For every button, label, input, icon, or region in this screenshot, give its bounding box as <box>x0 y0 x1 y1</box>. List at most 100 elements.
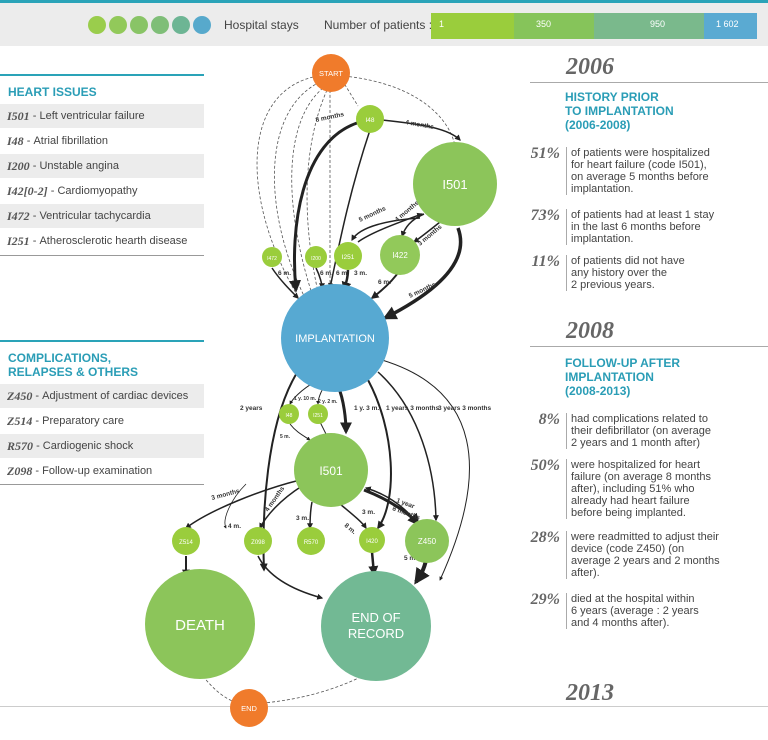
edge-label: 3 months <box>417 223 444 247</box>
stat-line: of patients had at least 1 stay <box>571 209 715 221</box>
code-row: Z450 - Adjustment of cardiac devices <box>0 384 204 408</box>
scale-tick: 1 602 <box>716 19 739 29</box>
stat-line: 2 previous years. <box>571 279 655 291</box>
edge-label: 5 m. <box>404 555 417 562</box>
code-row: I501 - Left ventricular failure <box>0 104 204 128</box>
flow-edge <box>261 671 371 704</box>
edge-label: 3 m. <box>354 270 367 277</box>
edge-label: 1 years 3 months <box>386 405 439 412</box>
legend-dot <box>172 16 190 34</box>
node-label: RECORD <box>348 626 404 641</box>
code-row: I200 - Unstable angina <box>0 154 204 178</box>
end-label: END <box>241 704 257 713</box>
code: Z514 <box>7 413 33 428</box>
stat-line: were hospitalized for heart <box>571 459 701 471</box>
i251-node <box>334 242 362 270</box>
edge-label: 3 m. <box>362 509 375 516</box>
stat-line: died at the hospital within <box>571 593 695 605</box>
flow-edge <box>381 359 470 581</box>
flow-edge <box>368 551 379 576</box>
flow-edge <box>367 379 392 530</box>
followup-title-line3: (2008-2013) <box>565 384 631 398</box>
legend-dot <box>151 16 169 34</box>
edge-label: 3 years 3 months <box>438 405 491 412</box>
stat-line: and 4 months after). <box>571 617 670 629</box>
scale-segment: 350 <box>514 13 594 39</box>
node-label: I501 <box>319 464 343 478</box>
code-row: Z514 - Preparatory care <box>7 413 125 428</box>
history-title-line3: (2006-2008) <box>565 118 631 132</box>
flow-edge <box>223 483 247 529</box>
code-desc: Adjustment of cardiac devices <box>42 390 189 402</box>
flow-edge <box>185 479 301 529</box>
stat-line: any history over the <box>571 267 667 279</box>
solid-edges <box>182 119 470 600</box>
end-node <box>230 689 268 727</box>
legend-dot <box>88 16 106 34</box>
node-label: END OF <box>351 610 400 625</box>
followup-title-line2: IMPLANTATION <box>565 370 654 384</box>
flow-edge <box>364 486 419 525</box>
stat-percent: 51% <box>530 145 560 162</box>
legend-dot <box>130 16 148 34</box>
heart-issues-bottom <box>0 255 204 256</box>
stat-line: of patients were hospitalized <box>571 147 710 159</box>
code-row: I472 - Ventricular tachycardia <box>0 204 204 228</box>
code-desc: Preparatory care <box>42 415 125 427</box>
heart-issues-title: HEART ISSUES <box>8 85 97 99</box>
stat-percent: 50% <box>530 457 560 474</box>
code-desc: Cardiomyopathy <box>57 185 138 197</box>
flow-edge <box>339 503 367 529</box>
code: I42[0-2] <box>7 183 48 198</box>
code-desc: Atherosclerotic hearth disease <box>39 235 188 247</box>
z450-node <box>405 519 449 563</box>
complications-divider <box>0 340 204 342</box>
flow-edge <box>271 267 299 299</box>
hospital-stay-dots <box>88 16 211 34</box>
bottom-divider <box>0 706 768 707</box>
stat-percent: 28% <box>530 529 560 546</box>
code-row: R570 - Cardiogenic shock <box>0 434 204 458</box>
edge-label: 3 months <box>211 488 241 502</box>
stat-line: 2 years and 1 month after) <box>571 437 701 449</box>
year-2008: 2008 <box>566 318 614 344</box>
edge-label: 2 years <box>240 405 263 412</box>
flow-edge <box>257 555 324 600</box>
scale-segment: 1 602 <box>704 13 757 39</box>
complications-title: COMPLICATIONS,RELAPSES & OTHERS <box>8 351 138 379</box>
flow-edge <box>259 485 303 530</box>
node-label: I48 <box>286 413 293 419</box>
stat-percent: 11% <box>531 253 560 270</box>
heart-issues-divider <box>0 74 204 76</box>
flow-edge <box>256 75 319 301</box>
scale-segment: 1 <box>431 13 514 39</box>
flow-edge <box>382 227 463 320</box>
node-label: DEATH <box>175 617 225 634</box>
legend-dot <box>109 16 127 34</box>
stat-percent: 73% <box>530 207 560 224</box>
edge-label: 6 m. <box>320 270 333 277</box>
flow-edge <box>413 221 441 243</box>
flow-edge <box>336 385 352 435</box>
start-label: START <box>319 69 343 78</box>
year-2013: 2013 <box>566 680 614 706</box>
code-row: I48 - Atrial fibrillation <box>7 133 109 148</box>
stat-line: of patients did not have <box>571 255 685 267</box>
node-label: I251 <box>313 413 323 419</box>
code-desc: Follow-up examination <box>42 465 153 477</box>
flow-edge <box>414 559 430 585</box>
flow-edge <box>357 212 424 243</box>
followup-title-line1: FOLLOW-UP AFTER <box>565 356 681 370</box>
edge-label: 1 y. 3 m. <box>354 405 379 412</box>
code-row: Z098 - Follow-up examination <box>7 463 153 478</box>
node-label: I422 <box>392 251 408 260</box>
scale-segment: 950 <box>594 13 704 39</box>
patients-label: Number of patients : <box>324 18 433 32</box>
flow-edge <box>343 75 456 147</box>
i501-mid-node <box>294 433 368 507</box>
node-label: Z098 <box>251 540 265 546</box>
